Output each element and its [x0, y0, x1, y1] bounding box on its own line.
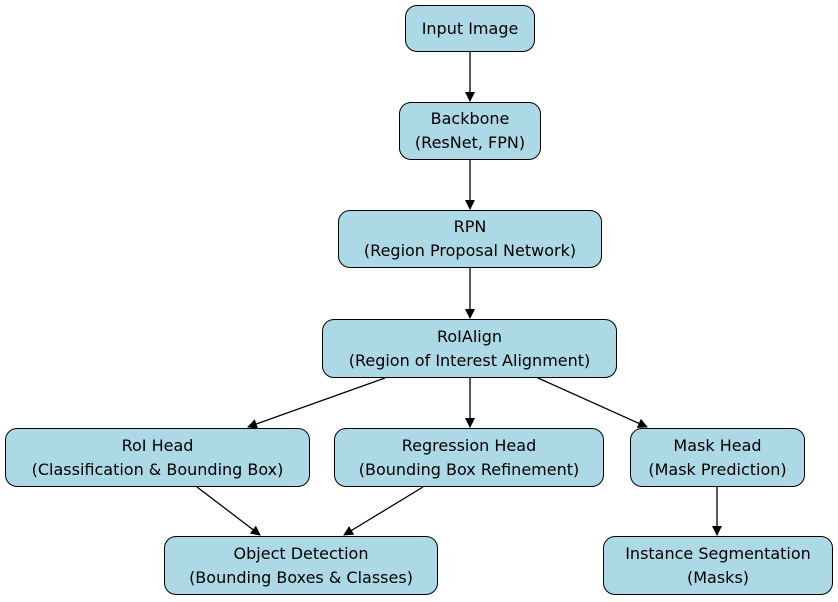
node-backbone-title: Backbone: [430, 109, 510, 128]
edge-roialign-to-roihead: [247, 377, 386, 429]
node-roialign-subtitle: (Region of Interest Alignment): [348, 350, 591, 370]
node-instance-segmentation-subtitle: (Masks): [686, 567, 750, 587]
node-object-detection: Object Detection (Bounding Boxes & Class…: [164, 536, 438, 595]
node-object-detection-subtitle: (Bounding Boxes & Classes): [189, 567, 413, 587]
edge-roihead-to-objdet: [196, 486, 261, 536]
node-instance-segmentation-title: Instance Segmentation: [625, 543, 811, 563]
node-input-image-label: Input Image: [421, 18, 519, 38]
node-backbone: Backbone (ResNet, FPN): [399, 102, 541, 160]
node-regression-head: Regression Head (Bounding Box Refinement…: [334, 428, 604, 487]
node-regression-head-subtitle: (Bounding Box Refinement): [358, 459, 580, 479]
node-roi-head-subtitle: (Classification & Bounding Box): [31, 459, 284, 479]
node-object-detection-title: Object Detection: [233, 543, 369, 563]
node-roialign-title: RoIAlign: [436, 326, 503, 346]
node-rpn-title: RPN: [453, 217, 487, 236]
node-backbone-subtitle: (ResNet, FPN): [414, 133, 526, 152]
edge-reghead-to-objdet: [343, 486, 424, 536]
node-roi-head: RoI Head (Classification & Bounding Box): [5, 428, 310, 487]
node-roi-head-title: RoI Head: [121, 435, 194, 455]
node-mask-head: Mask Head (Mask Prediction): [630, 428, 805, 487]
node-rpn-subtitle: (Region Proposal Network): [363, 241, 577, 260]
node-regression-head-title: Regression Head: [401, 435, 537, 455]
node-instance-segmentation: Instance Segmentation (Masks): [603, 536, 833, 595]
node-roialign: RoIAlign (Region of Interest Alignment): [322, 319, 617, 378]
node-rpn: RPN (Region Proposal Network): [338, 210, 602, 268]
node-mask-head-title: Mask Head: [673, 435, 762, 455]
edge-roialign-to-maskhead: [537, 377, 648, 428]
node-mask-head-subtitle: (Mask Prediction): [648, 459, 787, 479]
node-input-image: Input Image: [405, 5, 535, 52]
